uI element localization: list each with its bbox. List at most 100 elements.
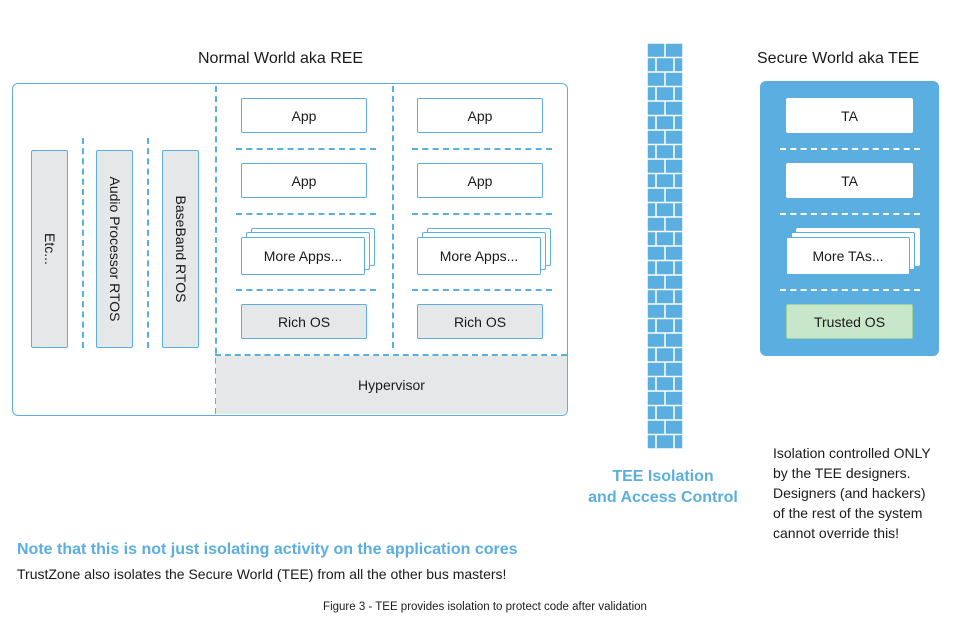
figure-caption: Figure 3 - TEE provides isolation to pro…: [323, 601, 647, 613]
hypervisor-box: Hypervisor: [216, 356, 567, 414]
brick: [647, 319, 656, 333]
audio-processor-rtos-label: Audio Processor RTOS: [106, 176, 123, 322]
isolation-note: Isolation controlled ONLY by the TEE des…: [773, 443, 963, 543]
brick: [647, 116, 656, 130]
brick: [674, 435, 683, 449]
brick: [647, 145, 656, 159]
brick: [647, 348, 656, 362]
brick: [656, 232, 674, 246]
more-tas-stack: More TAs...: [786, 228, 926, 276]
isolation-note-line-3: Designers (and hackers): [773, 485, 926, 501]
brick: [674, 116, 683, 130]
isolation-note-line-4: of the rest of the system: [773, 505, 923, 521]
rich-os-box-col1: Rich OS: [241, 304, 367, 339]
brick: [674, 58, 683, 72]
audio-processor-rtos-box: Audio Processor RTOS: [96, 150, 133, 348]
brick: [647, 188, 665, 202]
secure-separator-3: [780, 289, 920, 291]
brick: [665, 188, 683, 202]
col2-separator-3: [412, 289, 552, 291]
app-box-col2-2: App: [417, 163, 543, 198]
brick: [647, 420, 665, 434]
brick-wall-icon: [647, 43, 683, 449]
app-box-col1-1: App: [241, 98, 367, 133]
brick: [647, 290, 656, 304]
brick: [674, 174, 683, 188]
brick: [647, 275, 665, 289]
brick: [647, 217, 665, 231]
brick: [647, 406, 656, 420]
more-apps-stack-col1: More Apps...: [241, 228, 381, 276]
secure-separator-2: [780, 213, 920, 215]
app-box-col2-1: App: [417, 98, 543, 133]
brick: [647, 304, 665, 318]
col1-separator-2: [236, 213, 376, 215]
trusted-os-box: Trusted OS: [786, 304, 913, 339]
hypervisor-left-divider: [215, 86, 217, 414]
brick: [656, 319, 674, 333]
brick: [674, 319, 683, 333]
brick: [647, 232, 656, 246]
brick: [647, 101, 665, 115]
brick: [656, 58, 674, 72]
brick: [656, 174, 674, 188]
isolation-note-line-2: by the TEE designers.: [773, 465, 911, 481]
brick: [656, 261, 674, 275]
brick: [647, 159, 665, 173]
brick: [656, 116, 674, 130]
brick: [647, 72, 665, 86]
secure-world-title: Secure World aka TEE: [757, 50, 920, 67]
col2-separator-1: [412, 148, 552, 150]
ta-box-1: TA: [786, 98, 913, 133]
note-body: TrustZone also isolates the Secure World…: [17, 566, 507, 582]
brick: [647, 174, 656, 188]
rich-os-box-col2: Rich OS: [417, 304, 543, 339]
hypervisor-top-divider: [215, 354, 567, 356]
divider-1: [82, 138, 84, 348]
isolation-note-line-5: cannot override this!: [773, 525, 900, 541]
brick: [674, 87, 683, 101]
brick: [674, 232, 683, 246]
column-divider: [392, 86, 394, 348]
brick: [647, 362, 665, 376]
brick: [665, 362, 683, 376]
brick: [647, 391, 665, 405]
brick: [656, 406, 674, 420]
normal-world-title: Normal World aka REE: [198, 50, 364, 67]
brick: [647, 246, 665, 260]
wall-label-line1: TEE Isolation: [612, 468, 714, 485]
brick: [674, 290, 683, 304]
etc-label: Etc...: [41, 233, 58, 265]
brick: [647, 377, 656, 391]
brick: [674, 261, 683, 275]
brick: [665, 130, 683, 144]
brick: [656, 348, 674, 362]
brick: [647, 87, 656, 101]
etc-box: Etc...: [31, 150, 68, 348]
brick: [665, 43, 683, 57]
normal-world-container: [12, 83, 568, 416]
brick: [656, 290, 674, 304]
brick: [647, 435, 656, 449]
wall-label: TEE Isolation and Access Control: [570, 466, 756, 508]
brick: [647, 203, 656, 217]
brick: [647, 43, 665, 57]
brick: [674, 145, 683, 159]
brick: [665, 101, 683, 115]
brick: [656, 203, 674, 217]
more-tas-label: More TAs...: [786, 237, 910, 275]
brick: [656, 377, 674, 391]
brick: [665, 333, 683, 347]
brick: [647, 58, 656, 72]
brick: [665, 246, 683, 260]
more-apps-stack-col2: More Apps...: [417, 228, 557, 276]
brick: [665, 304, 683, 318]
brick: [674, 203, 683, 217]
brick: [665, 275, 683, 289]
brick: [665, 217, 683, 231]
col1-separator-3: [236, 289, 376, 291]
isolation-note-line-1: Isolation controlled ONLY: [773, 445, 931, 461]
more-apps-label-col2: More Apps...: [417, 237, 541, 275]
more-apps-label-col1: More Apps...: [241, 237, 365, 275]
brick: [647, 261, 656, 275]
